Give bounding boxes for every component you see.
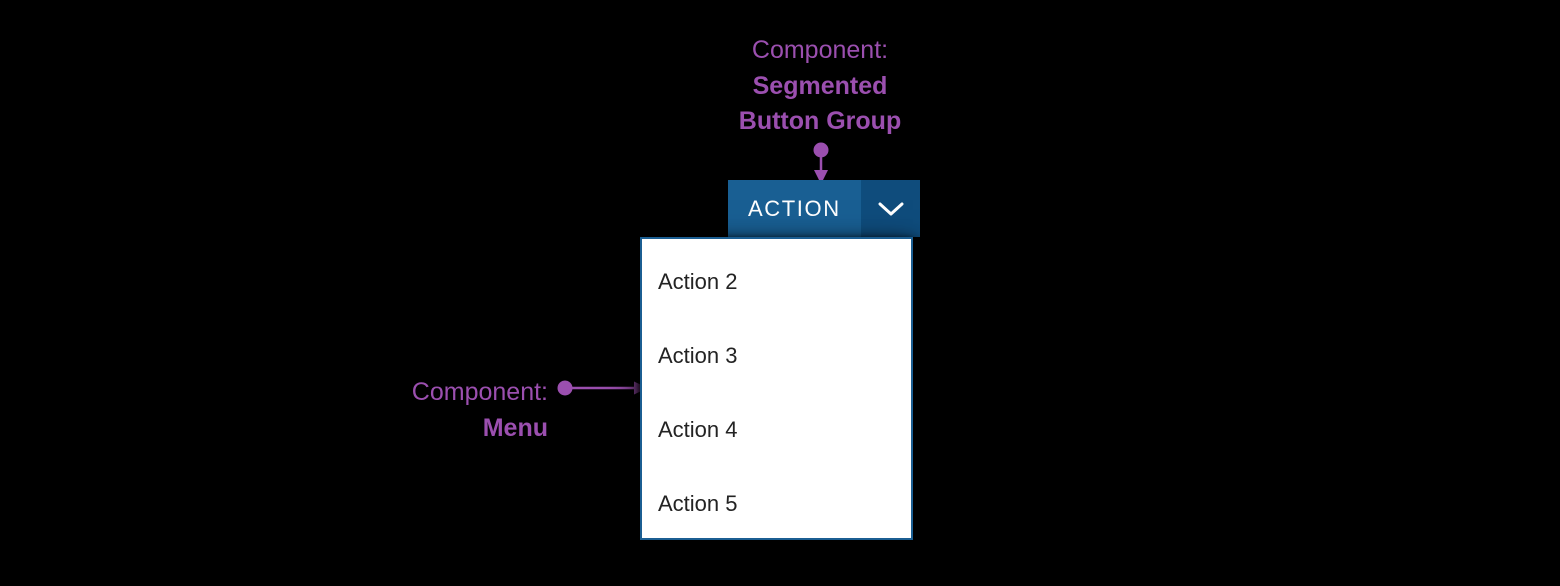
action-button[interactable]: ACTION [728, 180, 861, 237]
callout-lead-text: Component: [751, 36, 889, 64]
menu-item[interactable]: Action 2 [658, 269, 738, 294]
callout-lead-text: Component: [411, 378, 548, 406]
callout-menu: Component: Menu [188, 375, 548, 446]
callout-component-name-line1: Segmented [752, 71, 888, 100]
dropdown-toggle-button[interactable] [862, 180, 920, 237]
menu-item[interactable]: Action 4 [658, 417, 738, 442]
callout-component-name: Menu [482, 413, 548, 442]
callout-segmented-button-group: Component: Segmented Button Group [560, 33, 1080, 140]
callout-component-name-line2: Button Group [738, 107, 902, 135]
chevron-down-icon [877, 200, 905, 218]
leader-line-menu [557, 380, 648, 396]
menu[interactable]: Action 2 Action 3 Action 4 Action 5 [640, 237, 913, 540]
menu-item[interactable]: Action 3 [658, 343, 738, 368]
segmented-button-group[interactable]: ACTION [728, 180, 920, 237]
segment-divider [860, 180, 863, 237]
menu-item[interactable]: Action 5 [658, 491, 738, 516]
